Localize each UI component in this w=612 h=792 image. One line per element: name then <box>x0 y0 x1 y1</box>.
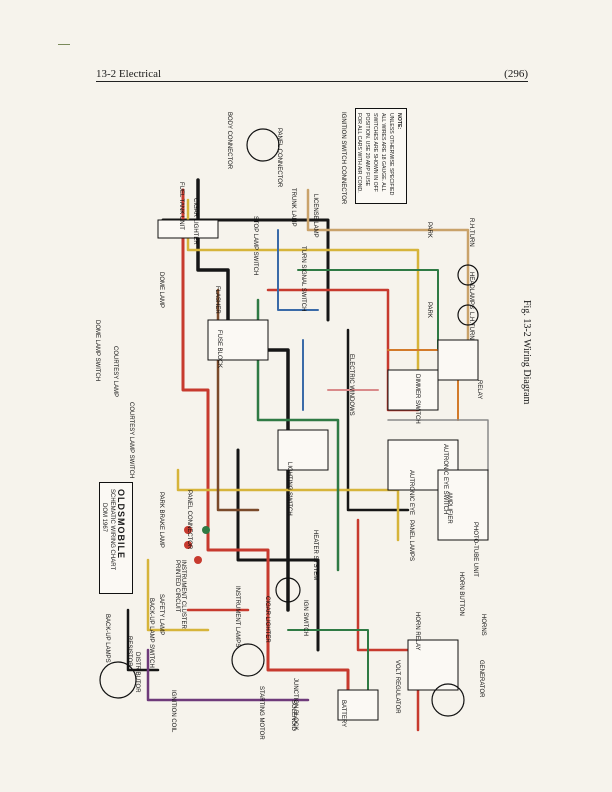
green-wire <box>297 269 439 351</box>
label-dome-lamp: DOME LAMP <box>158 272 164 309</box>
label-volt-regulator: VOLT REGULATOR <box>394 660 400 714</box>
label-courtesy-lamp-switch: COURTESY LAMP SWITCH <box>128 402 134 479</box>
label-safety-lamp: SAFETY LAMP <box>158 594 164 636</box>
label-heater-system: HEATER SYSTEM <box>312 530 318 581</box>
wiring-diagram <box>99 128 489 732</box>
generator-symbol <box>431 683 465 717</box>
note-heading: NOTE: <box>396 113 402 130</box>
label-rh-turn: R.H.TURN <box>468 218 474 247</box>
red-wire <box>181 188 350 712</box>
label-turn-signal-switch: TURN SIGNAL SWITCH <box>300 246 306 312</box>
label-cigar-lighter-top: CIGAR LIGHTER <box>192 198 198 245</box>
label-photo-tube-unit: PHOTO-TUBE UNIT <box>472 522 478 577</box>
label-generator: GENERATOR <box>478 660 484 698</box>
label-instrument-lamps: INSTRUMENT LAMPS <box>234 586 240 648</box>
label-fuse-block: FUSE BLOCK <box>216 330 222 369</box>
label-starting-motor: STARTING MOTOR <box>258 686 264 740</box>
starting-motor-symbol <box>231 643 265 677</box>
volt-regulator-box <box>407 639 459 691</box>
label-dimmer-switch: DIMMER SWITCH <box>414 374 420 424</box>
label-flasher: FLASHER <box>214 286 220 314</box>
gray-wire <box>387 419 489 471</box>
battery-box <box>337 689 379 721</box>
note-box: NOTE: UNLESS OTHERWISE SPECIFIED ALL WIR… <box>355 108 407 204</box>
label-body-connector: BODY CONNECTOR <box>226 112 232 170</box>
label-resistor: RESISTOR <box>126 636 132 667</box>
label-license-lamp: LICENSE LAMP <box>312 194 318 238</box>
title-subtitle: SCHEMATIC WIRING CHART <box>109 489 115 571</box>
label-panel-connector-2: PANEL CONNECTOR <box>186 490 192 550</box>
brown-wire <box>216 288 260 512</box>
title-model: DOM 1967 <box>101 503 107 533</box>
label-headlamps: HEADLAMPS <box>468 272 474 310</box>
yellow-wire <box>176 468 400 542</box>
label-ign-switch: IGN SWITCH <box>302 600 308 636</box>
title-box: OLDSMOBILE SCHEMATIC WIRING CHART DOM 19… <box>99 482 133 594</box>
note-line: FOR ALL CARS WITH AIR COND. <box>356 113 362 193</box>
page-number: (296) <box>504 68 528 80</box>
label-autronic-eye: AUTRONIC EYE <box>408 470 414 516</box>
label-panel-lamps: PANEL LAMPS <box>408 520 414 562</box>
section-title: 13-2 Electrical <box>96 68 162 80</box>
label-junction-block: JUNCTION BLOCK <box>292 678 298 731</box>
label-stop-lamp-switch: STOP LAMP SWITCH <box>252 216 258 276</box>
label-lh-turn: L.H.TURN <box>468 312 474 340</box>
note-line: POSITION. USE 20 AMP FUSE <box>364 113 370 187</box>
label-instrument-cluster: INSTRUMENT CLUSTER <box>180 560 186 629</box>
label-trunk-lamp: TRUNK LAMP <box>290 188 296 227</box>
label-park-lr: PARK <box>426 222 432 238</box>
label-panel-connector: PANEL CONNECTOR <box>276 128 282 188</box>
label-cigar-lighter: CIGAR LIGHTER <box>264 596 270 643</box>
label-park-rf: PARK <box>426 302 432 318</box>
label-ignition-switch-connector: IGNITION SWITCH CONNECTOR <box>340 112 346 205</box>
black-wire <box>196 178 290 612</box>
label-distributor: DISTRIBUTOR <box>134 652 140 693</box>
label-courtesy-lamp: COURTESY LAMP <box>112 346 118 398</box>
label-ignition-coil: IGNITION COIL <box>170 690 176 733</box>
indicator-lamp <box>194 556 202 564</box>
label-fuel-tank-unit: FUEL TANK UNIT <box>178 182 184 230</box>
relay-box <box>437 339 479 381</box>
label-dome-lamp-switch: DOME LAMP SWITCH <box>94 320 100 382</box>
indicator-lamp <box>184 526 192 534</box>
fuse-block <box>207 319 269 361</box>
connector-block <box>157 219 219 239</box>
label-horn-relay: HORN RELAY <box>414 612 420 651</box>
page-header: 13-2 Electrical (296) <box>96 68 528 82</box>
label-printed-circuit: PRINTED CIRCUIT <box>174 560 180 613</box>
body-connector-symbol <box>246 128 280 162</box>
headlamp-symbol <box>457 264 479 286</box>
label-battery: BATTERY <box>340 700 346 728</box>
green-wire <box>287 629 369 691</box>
label-back-up-lamp-switch: BACK-UP LAMP SWITCH <box>148 598 154 668</box>
black-wire <box>236 448 320 652</box>
label-autronic-eye-switch: AUTRONIC EYE SWITCH <box>442 444 448 515</box>
title-make: OLDSMOBILE <box>116 489 126 559</box>
note-line: ALL WIRES ARE 18 GAUGE. ALL <box>380 113 386 192</box>
label-electric-windows: ELECTRIC WINDOWS <box>348 354 354 416</box>
purple-wire <box>146 648 310 702</box>
header-rule <box>96 81 528 82</box>
amplifier-box <box>437 469 489 541</box>
figure-caption: Fig. 13-2 Wiring Diagram <box>521 300 532 405</box>
label-relay: RELAY <box>476 380 482 400</box>
note-line: UNLESS OTHERWISE SPECIFIED <box>388 113 394 196</box>
dimmer-switch-box <box>387 369 439 411</box>
heater-switch-box <box>277 429 329 471</box>
scan-mark <box>58 44 70 45</box>
blue-wire <box>277 229 319 311</box>
label-lighting-switch: LIGHTING SWITCH <box>286 462 292 516</box>
indicator-lamp <box>202 526 210 534</box>
label-horns: HORNS <box>480 614 486 636</box>
yellow-wire <box>146 558 210 632</box>
label-horn-button: HORN BUTTON <box>458 572 464 616</box>
label-back-up-lamps: BACK-UP LAMPS <box>104 614 110 663</box>
note-line: SWITCHES ARE SHOWN IN OFF <box>372 113 378 192</box>
distributor-symbol <box>99 661 137 699</box>
ign-switch-symbol <box>275 577 301 603</box>
indicator-lamp <box>184 541 192 549</box>
label-park-brake-lamp: PARK BRAKE LAMP <box>158 492 164 548</box>
headlamp-symbol <box>457 304 479 326</box>
